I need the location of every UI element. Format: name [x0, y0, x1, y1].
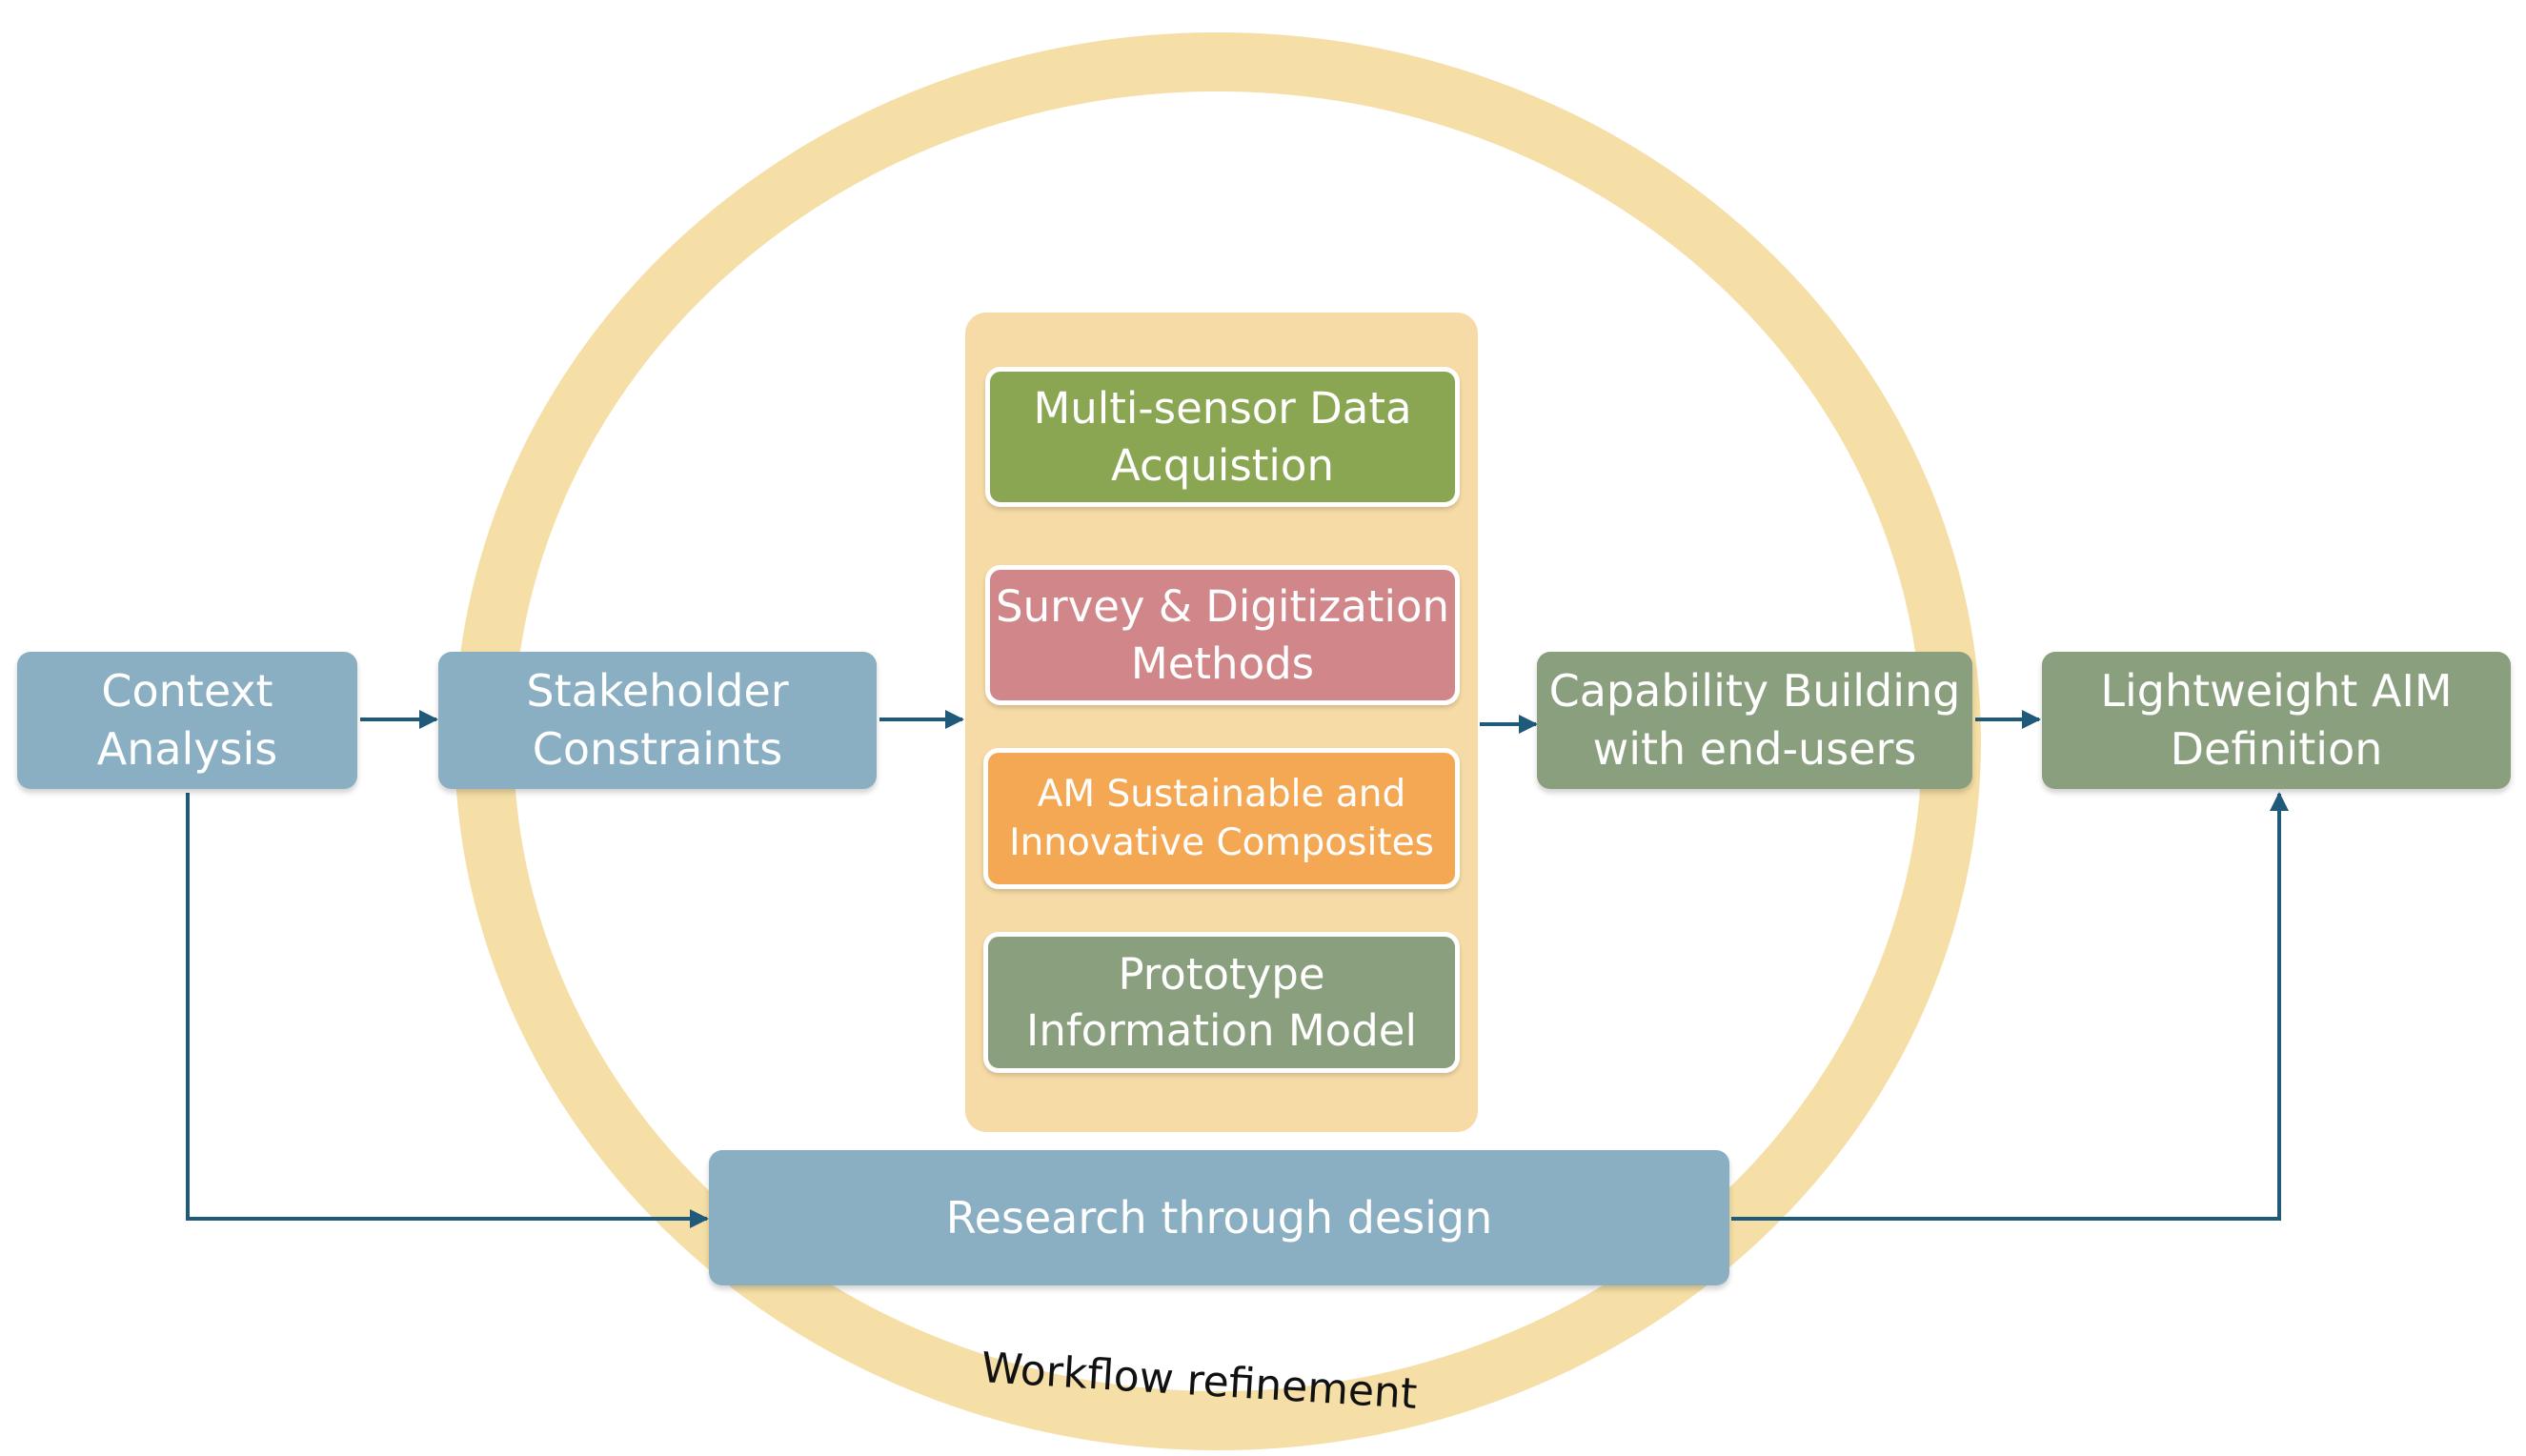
node-context-analysis: Context Analysis: [17, 652, 357, 789]
node-survey-digitization: Survey & Digitization Methods: [985, 565, 1460, 705]
node-stakeholder-constraints: Stakeholder Constraints: [438, 652, 877, 789]
node-research-through-design: Research through design: [709, 1150, 1729, 1285]
node-lightweight-aim: Lightweight AIM Definition: [2042, 652, 2511, 789]
node-am-sustainable: AM Sustainable and Innovative Composites: [983, 748, 1460, 889]
arrow-research-to-lightweight: [1731, 792, 2289, 1221]
node-multi-sensor-data: Multi-sensor Data Acquistion: [985, 367, 1460, 507]
node-prototype-information-model: Prototype Information Model: [983, 932, 1460, 1073]
arrow-context-to-research: [186, 793, 709, 1228]
node-capability-building: Capability Building with end-users: [1537, 652, 1972, 789]
